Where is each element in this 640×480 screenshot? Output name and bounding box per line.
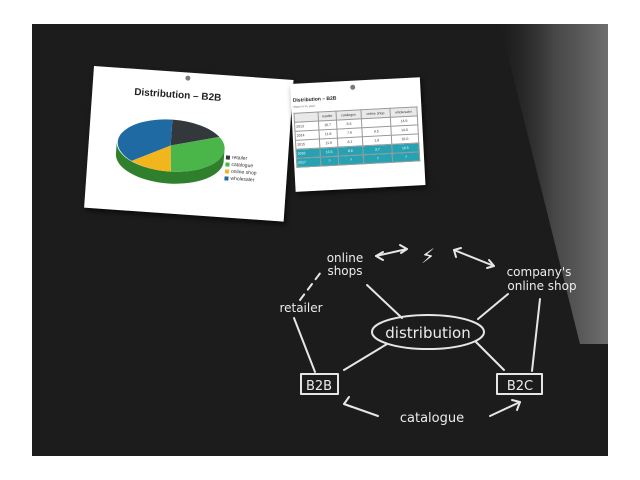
distribution-ellipse <box>371 314 485 350</box>
pie-slice-retailer <box>170 119 220 146</box>
pie-chart-3d <box>115 119 225 184</box>
blackboard: Distribution – B2B retailer catalogue on… <box>32 24 608 456</box>
pie-slice-wholesaler <box>117 119 173 161</box>
retailer-label: retailer <box>279 301 322 315</box>
connector-line <box>475 341 505 371</box>
board-light-reflection <box>500 24 608 344</box>
catalogue-label: catalogue <box>400 411 464 426</box>
double-arrow <box>343 396 379 417</box>
chalk-diagram: distribution online shops company's onli… <box>279 244 577 426</box>
connector-line <box>477 293 509 320</box>
online-shops-label-line2: shops <box>327 264 362 278</box>
pie-side <box>115 141 225 184</box>
connector-line <box>293 317 316 373</box>
connector-line <box>366 284 403 319</box>
b2b-box <box>300 373 339 395</box>
connector-line <box>531 298 541 372</box>
company-label-line1: company's <box>507 265 572 279</box>
b2c-label: B2C <box>507 379 533 394</box>
distribution-label: distribution <box>385 324 470 342</box>
connector-line <box>343 343 388 371</box>
company-label-line2: online shop <box>507 279 576 293</box>
online-shops-label-line1: online <box>327 251 364 265</box>
double-arrow <box>453 247 495 269</box>
double-arrow <box>489 399 521 417</box>
pie-slice-online-shop <box>131 145 171 172</box>
pie-slice-catalogue <box>170 136 225 172</box>
conflict-lightning-icon: ⚡ <box>421 244 435 268</box>
pie-chart-printout: Distribution – B2B retailer catalogue on… <box>84 66 294 222</box>
double-arrow <box>375 244 408 261</box>
b2b-label: B2B <box>306 379 332 394</box>
dashed-connector-line <box>299 271 322 301</box>
b2c-box <box>496 373 543 395</box>
